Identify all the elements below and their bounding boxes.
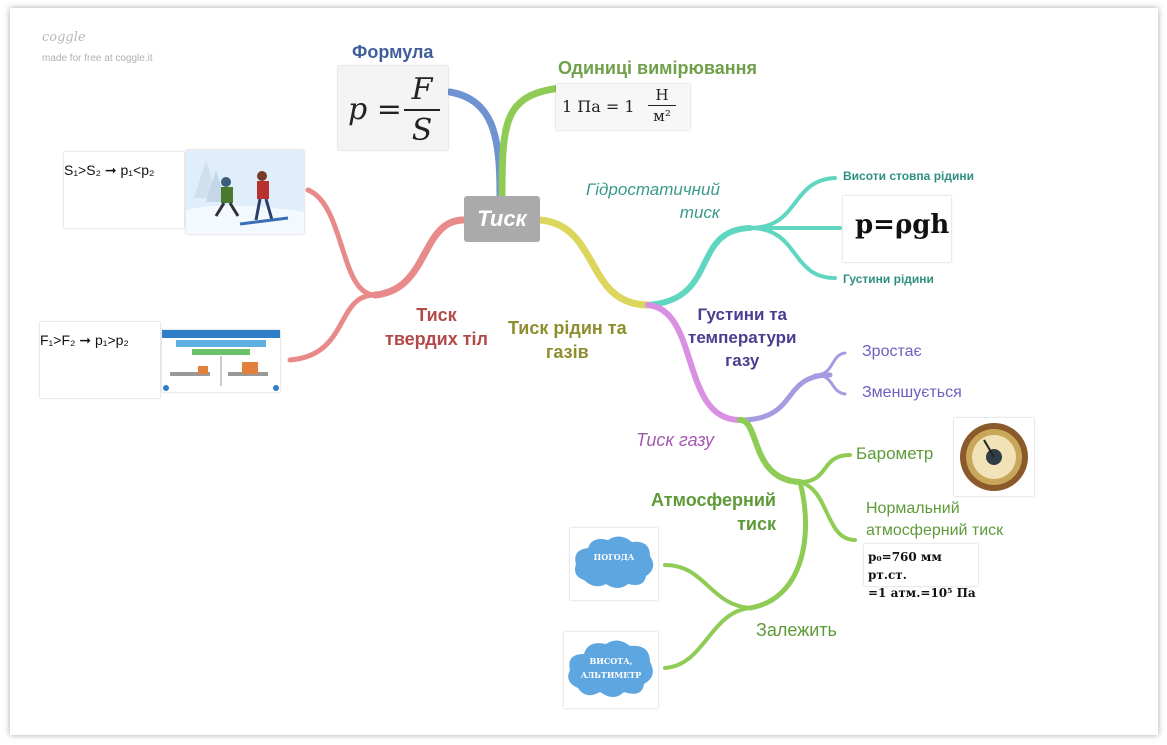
formula-card: p = F S	[338, 66, 448, 150]
branch-gas	[645, 302, 743, 423]
branch-solids-1	[305, 187, 378, 298]
branch-depends	[747, 479, 808, 611]
branch-gas-temp	[737, 372, 833, 423]
hydro-formula: p=ρgh	[855, 210, 950, 240]
branch-normal	[798, 480, 857, 542]
branch-solids-2	[287, 292, 378, 363]
normal-value1: p₀=760 мм рт.ст.	[868, 550, 942, 582]
branch-formula	[446, 88, 504, 200]
formula-title[interactable]: Формула	[352, 42, 434, 62]
normal-pressure-node[interactable]: Нормальний атмосферний тиск	[866, 498, 1003, 542]
units-left: 1 Па = 1	[562, 97, 635, 116]
units-denominator: м²	[653, 107, 671, 125]
made-by-link[interactable]: made for free at coggle.it	[42, 53, 153, 64]
gas-temp-line3: газу	[725, 351, 760, 370]
gas-temp-line2: температури	[688, 328, 797, 347]
formula-eq: =	[376, 92, 402, 127]
branch-grows	[813, 351, 847, 377]
liquids-label-line2: газів	[545, 342, 589, 362]
normal-pressure-card: p₀=760 мм рт.ст. =1 атм.=10⁵ Па	[864, 544, 978, 600]
solids-label[interactable]: Тиск твердих тіл	[385, 303, 488, 351]
simulation-image	[162, 330, 280, 392]
solids-example1: S₁>S₂ ➞ p₁<p₂	[64, 162, 155, 178]
central-node[interactable]: Тиск	[464, 196, 540, 242]
units-numerator: Н	[655, 86, 669, 104]
solids-example2-card: F₁>F₂ ➞ p₁>p₂	[40, 322, 160, 398]
height-cloud: ВИСОТА, АЛЬТИМЕТР	[564, 632, 658, 708]
gas-label[interactable]: Тиск газу	[636, 430, 714, 450]
depends-node[interactable]: Залежить	[756, 620, 837, 640]
units-card: 1 Па = 1 Н м²	[556, 84, 690, 130]
units-fraction-bar	[648, 105, 676, 106]
solids-label-line1: Тиск	[416, 305, 457, 325]
grows-node[interactable]: Зростає	[862, 343, 922, 360]
atm-label-line2: тиск	[737, 514, 776, 534]
formula-denominator: S	[411, 113, 433, 148]
weather-cloud: ПОГОДА	[570, 528, 658, 600]
branch-atm	[737, 417, 803, 485]
hydro-formula-card: p=ρgh	[843, 196, 951, 262]
gas-temp-label[interactable]: Густини та температури газу	[688, 303, 797, 372]
branch-hydro-density	[748, 226, 837, 280]
normal-line1: Нормальний	[866, 500, 960, 517]
hydro-label[interactable]: Гідростатичний тиск	[586, 178, 720, 224]
units-title[interactable]: Одиниці вимірювання	[558, 58, 757, 78]
liquids-label-line1: Тиск рідин та	[508, 318, 627, 338]
height-label-line2: АЛЬТИМЕТР	[580, 670, 642, 680]
height-label-line1: ВИСОТА,	[589, 656, 633, 666]
decreases-node[interactable]: Зменшується	[862, 384, 962, 401]
formula-numerator: F	[411, 72, 433, 107]
hydro-density-node[interactable]: Густини рідини	[843, 272, 934, 286]
branch-barometer	[798, 453, 852, 484]
solids-label-line2: твердих тіл	[385, 329, 488, 349]
skiers-image	[186, 150, 304, 234]
barometer-image	[954, 418, 1034, 496]
weather-label: ПОГОДА	[593, 552, 635, 562]
hydro-height-node[interactable]: Висоти стовпа рідини	[843, 169, 974, 183]
liquids-label[interactable]: Тиск рідин та газів	[508, 316, 627, 364]
height-label: ВИСОТА, АЛЬТИМЕТР	[564, 654, 658, 682]
gas-temp-line1: Густини та	[697, 305, 787, 324]
branch-height	[663, 606, 752, 670]
branch-weather	[663, 563, 752, 610]
formula-fraction-bar	[404, 109, 440, 111]
normal-value2: =1 атм.=10⁵ Па	[868, 586, 976, 600]
branch-hydro-height	[748, 176, 837, 230]
branch-liquids	[536, 216, 652, 309]
atm-label-line1: Атмосферний	[651, 490, 776, 510]
branch-solids	[371, 216, 468, 299]
branch-units	[498, 84, 564, 200]
solids-example1-card: S₁>S₂ ➞ p₁<p₂	[64, 152, 184, 228]
hydro-label-line1: Гідростатичний	[586, 180, 720, 199]
branch-decreases	[813, 373, 847, 396]
normal-line2: атмосферний тиск	[866, 522, 1004, 539]
hydro-label-line2: тиск	[679, 203, 720, 222]
atm-label[interactable]: Атмосферний тиск	[630, 488, 776, 536]
coggle-logo[interactable]: coggle	[42, 30, 86, 45]
branch-hydro	[645, 225, 753, 308]
formula-lhs: p	[348, 92, 368, 127]
solids-example2: F₁>F₂ ➞ p₁>p₂	[40, 332, 129, 348]
barometer-node[interactable]: Барометр	[856, 444, 934, 463]
